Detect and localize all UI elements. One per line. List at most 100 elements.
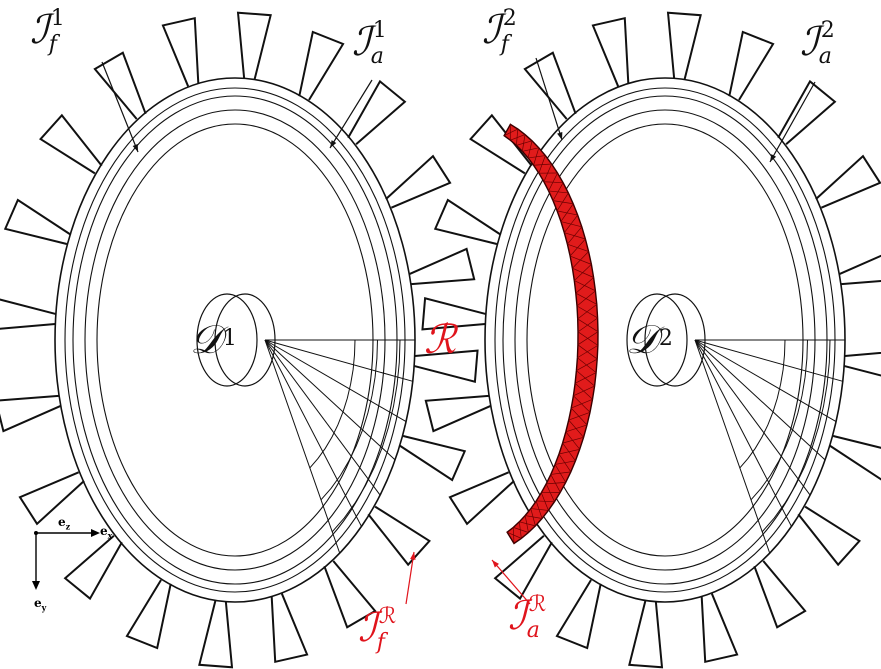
blade (0, 298, 57, 330)
label-disk-1: 𝒟1 (190, 317, 237, 363)
blade (591, 16, 630, 87)
mesh-line (264, 339, 341, 554)
mesh-arc (331, 339, 401, 533)
blade (523, 51, 577, 120)
axis-label-ey: ey (34, 596, 47, 613)
disk-1 (0, 11, 479, 669)
blade (270, 593, 309, 664)
ring-mesh (525, 508, 543, 526)
ring-mesh (562, 431, 584, 450)
mesh-line (264, 339, 396, 461)
mesh-arc (309, 339, 356, 469)
mesh-arc (761, 339, 831, 533)
ring-mesh (519, 515, 536, 533)
blade (18, 471, 85, 526)
ring-mesh (558, 442, 580, 462)
mesh-arc (739, 339, 786, 469)
leader-line (329, 79, 373, 149)
leader-line (535, 57, 563, 141)
ring-mesh (510, 129, 526, 146)
ring-mesh (557, 203, 578, 222)
ring-mesh (576, 357, 598, 373)
leader-line (491, 559, 531, 605)
axis-label-ex: ex (100, 524, 113, 541)
label-disk-2: 𝒟2 (626, 317, 673, 363)
blade (398, 435, 467, 482)
axis-triad (32, 529, 100, 590)
blade (728, 30, 775, 101)
ring-mesh (506, 527, 522, 544)
mesh-arc (320, 339, 378, 501)
mesh-line (694, 339, 792, 527)
ring-mesh (577, 317, 599, 333)
mesh-line (694, 339, 826, 461)
blade (448, 471, 515, 526)
blade (347, 79, 407, 146)
disk-2 (421, 11, 881, 669)
blade (413, 349, 479, 383)
leader-arrowhead (330, 140, 337, 148)
ring-mesh (548, 182, 569, 201)
ring-mesh (513, 521, 529, 539)
blade (408, 247, 476, 286)
ring-mesh (568, 407, 591, 426)
ring-mesh (571, 395, 593, 413)
ring-mesh (575, 290, 597, 307)
mesh-line (264, 339, 413, 382)
hub-ellipse (626, 293, 688, 387)
ring-mesh (522, 140, 539, 159)
label-ring: ℛ (424, 317, 456, 363)
mesh-arc (750, 339, 808, 501)
blade (125, 579, 172, 650)
blade (323, 560, 377, 629)
leader-arrowhead (132, 144, 138, 152)
ring-mesh (552, 192, 574, 212)
leader-arrowhead (410, 552, 416, 560)
mesh-line (264, 339, 381, 496)
blade (433, 198, 502, 245)
ring-mesh (573, 383, 595, 400)
ring-mesh (516, 134, 533, 152)
blade (424, 394, 492, 433)
axis-origin (34, 531, 38, 535)
mesh-line (694, 339, 811, 496)
ring-mesh (530, 500, 549, 519)
ring-mesh (574, 277, 596, 294)
ring-mesh (533, 155, 552, 174)
axis-y-arrowhead (32, 581, 40, 590)
blade (298, 30, 345, 101)
blade (843, 351, 881, 377)
ring-mesh (528, 147, 546, 166)
ring-mesh (560, 214, 582, 233)
blade (161, 16, 200, 87)
blade (555, 579, 602, 650)
leader-line (405, 551, 415, 605)
ring-mesh (574, 370, 597, 387)
blade (777, 79, 837, 146)
blade (63, 534, 123, 601)
blade (797, 505, 861, 567)
ring-mesh (567, 238, 589, 257)
mesh-line (264, 339, 407, 423)
leader-line (101, 61, 139, 153)
blade (0, 394, 62, 433)
ring-mesh (554, 453, 576, 473)
leader-line (769, 81, 816, 163)
axis-x-arrowhead (91, 529, 100, 537)
blade (753, 560, 807, 629)
coupling-ring (503, 123, 599, 545)
blade (421, 297, 487, 331)
ring-mesh (546, 474, 566, 493)
ring-mesh (503, 124, 518, 141)
blade (385, 154, 452, 209)
hub-ellipse (196, 293, 258, 387)
ring-mesh (536, 492, 555, 511)
ring-mesh (550, 464, 571, 483)
mesh-line (694, 339, 837, 423)
blade (700, 593, 739, 664)
blade (3, 198, 72, 245)
